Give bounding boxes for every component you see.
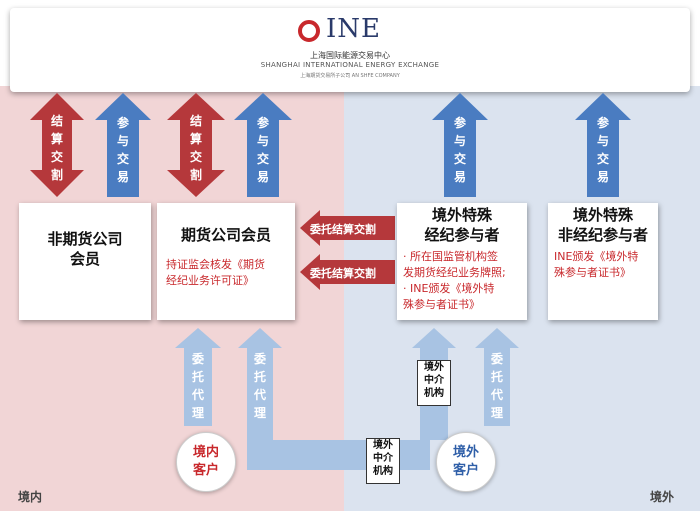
foreign-client: 境外 客户 xyxy=(436,432,496,492)
foreign-broker-title: 境外特殊 经纪参与者 xyxy=(424,206,500,244)
entrust-settlement-label-1: 委托结算交割 xyxy=(310,223,376,236)
foreign-nonbroker-box: 境外特殊 非经纪参与者 INE颁发《境外特 殊参与者证书》 xyxy=(548,203,658,320)
trading-arrow-1 xyxy=(95,93,151,197)
trading-label-3: 参 与 交 易 xyxy=(453,116,466,184)
foreign-nonbroker-note: INE颁发《境外特 殊参与者证书》 xyxy=(554,250,639,279)
non-futures-member-title: 非期货公司 会员 xyxy=(47,230,123,268)
futures-member-note: 持证监会核发《期货 经纪业务许可证》 xyxy=(166,258,265,287)
foreign-broker-note: · 所在国监管机构签 发期货经纪业务牌照; · INE颁发《境外特 殊参与者证书… xyxy=(403,250,506,311)
entrust-agent-arrow-dom xyxy=(175,328,221,426)
entrust-settlement-arrow-1 xyxy=(300,210,395,246)
futures-member-title: 期货公司会员 xyxy=(180,226,271,244)
exchange-name-cn: 上海国际能源交易中心 xyxy=(310,51,390,60)
exchange-tagline: 上海期货交易所子公司 AN SHFE COMPANY xyxy=(300,73,400,79)
entrust-agent-label-foreign-path: 委 托 代 理 xyxy=(253,352,266,420)
futures-member-box: 期货公司会员 持证监会核发《期货 经纪业务许可证》 xyxy=(157,203,295,320)
domestic-client: 境内 客户 xyxy=(176,432,236,492)
trading-arrow-4 xyxy=(575,93,631,197)
trading-label-4: 参 与 交 易 xyxy=(596,116,609,184)
foreign-client-path xyxy=(238,328,430,470)
intermediary-tag-lower: 境外 中介 机构 xyxy=(366,438,400,484)
entrust-agent-arrow-foreign xyxy=(475,328,519,426)
settlement-label-1: 结 算 交 割 xyxy=(50,114,63,182)
domestic-zone-label: 境内 xyxy=(18,490,43,504)
settlement-arrow-2 xyxy=(167,93,225,197)
entrust-settlement-arrow-2 xyxy=(300,254,395,290)
foreign-zone-label: 境外 xyxy=(650,490,675,504)
non-futures-member-box: 非期货公司 会员 xyxy=(19,203,151,320)
ine-header-banner xyxy=(10,8,690,92)
entrust-settlement-label-2: 委托结算交割 xyxy=(310,267,376,280)
entrust-agent-label-dom: 委 托 代 理 xyxy=(191,352,204,420)
logo-text: INE xyxy=(326,14,381,44)
settlement-arrow-1 xyxy=(30,93,84,197)
foreign-broker-box: 境外特殊 经纪参与者 · 所在国监管机构签 发期货经纪业务牌照; · INE颁发… xyxy=(397,203,527,320)
trading-arrow-2 xyxy=(234,93,292,197)
exchange-name-en: SHANGHAI INTERNATIONAL ENERGY EXCHANGE xyxy=(260,61,440,69)
trading-label-1: 参 与 交 易 xyxy=(116,116,129,184)
settlement-label-2: 结 算 交 割 xyxy=(189,114,202,182)
entrust-agent-label-foreign: 委 托 代 理 xyxy=(490,352,503,420)
foreign-nonbroker-title: 境外特殊 非经纪参与者 xyxy=(557,206,648,244)
ine-logo-icon xyxy=(298,20,320,42)
trading-arrow-3 xyxy=(432,93,488,197)
trading-label-2: 参 与 交 易 xyxy=(256,116,269,184)
intermediary-tag-upper: 境外 中介 机构 xyxy=(417,360,451,406)
